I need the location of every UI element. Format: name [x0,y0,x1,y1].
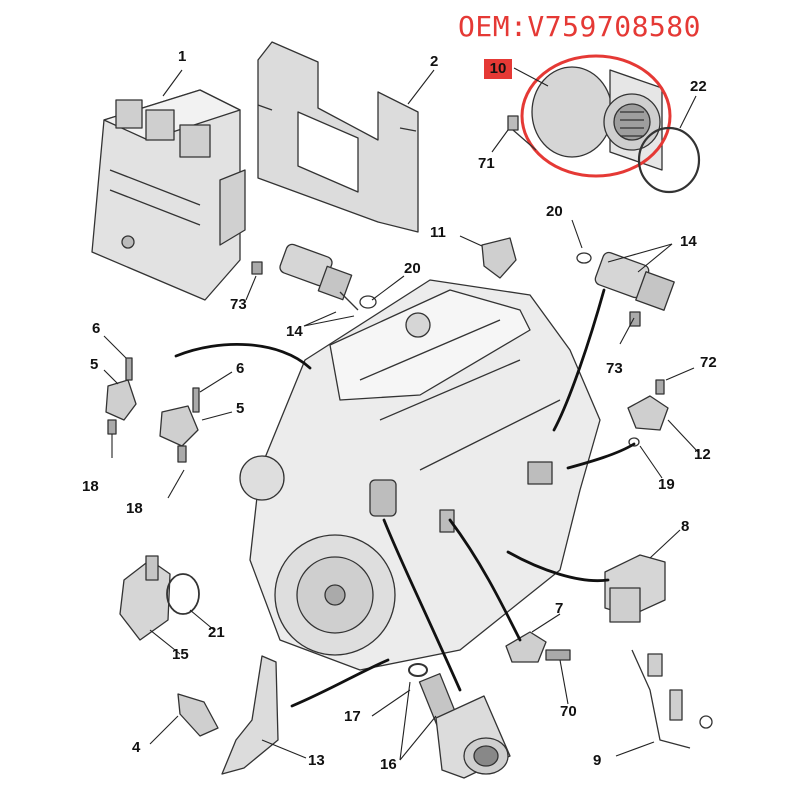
wiring-lines [174,288,636,708]
module-8-part [604,554,666,623]
pipe-9-part [631,649,713,749]
callout-73-left: 73 [230,296,247,313]
o-ring-21-part [166,573,200,615]
callout-9: 9 [593,752,602,769]
oem-number: OEM:V759708580 [458,10,702,43]
air-flow-sensor-part [531,66,663,171]
callout-17: 17 [344,708,361,725]
callout-19: 19 [658,476,675,493]
oil-pump-16-part [418,673,511,779]
sensor-12-part [627,379,669,447]
engine-block [239,279,601,671]
callout-14-right: 14 [680,233,697,250]
callout-71: 71 [478,155,495,172]
callout-13: 13 [308,752,325,769]
callout-6-left: 6 [92,320,101,337]
callout-5-left: 5 [90,356,99,373]
callout-20-left: 20 [404,260,421,277]
callout-18-right: 18 [126,500,143,517]
leader-lines [103,67,699,761]
callout-14-left: 14 [286,323,303,340]
callout-22: 22 [690,78,707,95]
callout-72: 72 [700,354,717,371]
callout-20-right: 20 [546,203,563,220]
bracket-plate-part [257,41,419,233]
o-ring-part [637,126,701,194]
sensor-11-part [481,237,517,279]
sensor-4-part [177,693,219,737]
callout-5-right: 5 [236,400,245,417]
bracket-13-part [221,655,279,775]
sensor-15-part [119,555,171,641]
callout-6-right: 6 [236,360,245,377]
callout-18-left: 18 [82,478,99,495]
highlight-ring [520,54,672,178]
callout-11: 11 [430,224,446,241]
callout-10-highlighted: 10 [484,59,512,79]
callout-73-right: 73 [606,360,623,377]
sensor-7-part [505,631,571,663]
solenoid-right-part [576,251,675,327]
bolt-71-part [507,115,537,151]
callout-15: 15 [172,646,189,663]
callout-1: 1 [178,48,187,65]
seal-17-part [408,663,428,677]
sensor-5-right-part [159,387,200,463]
solenoid-left-part [251,243,377,311]
callout-21: 21 [208,624,225,641]
callout-2: 2 [430,53,439,70]
callout-8: 8 [681,518,690,535]
sensor-5-left-part [105,357,137,435]
ecu-part [91,89,246,301]
callout-16: 16 [380,756,397,773]
callout-4: 4 [132,739,141,756]
callout-7: 7 [555,600,564,617]
callout-70: 70 [560,703,577,720]
callout-12: 12 [694,446,711,463]
